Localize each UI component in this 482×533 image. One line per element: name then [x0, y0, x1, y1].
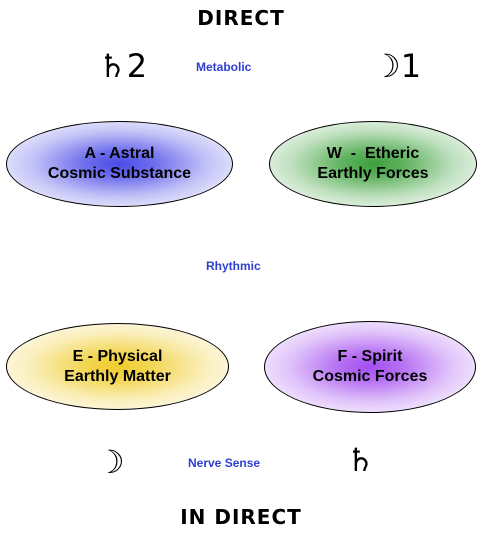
- physical-title: E - Physical: [72, 347, 163, 365]
- moon-number: 1: [400, 47, 422, 85]
- saturn-icon: ♄: [98, 47, 127, 85]
- astral-subtitle: Cosmic Substance: [47, 165, 192, 182]
- title-indirect: IN DIRECT: [180, 505, 302, 529]
- etheric-subtitle: Earthly Forces: [317, 165, 429, 182]
- node-astral: A - Astral Cosmic Substance: [6, 121, 233, 207]
- physical-subtitle: Earthly Matter: [64, 367, 171, 385]
- node-etheric: W - Etheric Earthly Forces: [269, 121, 477, 207]
- saturn-label-bottom: ♄: [346, 444, 375, 476]
- saturn-2-label: ♄2: [98, 50, 147, 82]
- layer-rhythmic: Rhythmic: [206, 259, 261, 273]
- node-spirit: F - Spirit Cosmic Forces: [264, 321, 476, 413]
- layer-metabolic: Metabolic: [196, 60, 252, 74]
- node-physical: E - Physical Earthly Matter: [6, 323, 229, 410]
- saturn-number: 2: [126, 47, 148, 85]
- title-direct: DIRECT: [197, 6, 285, 30]
- spirit-title: F - Spirit: [337, 348, 403, 365]
- spirit-subtitle: Cosmic Forces: [312, 368, 428, 385]
- saturn-icon: ♄: [346, 441, 375, 479]
- moon-icon: ☽: [372, 47, 401, 85]
- moon-icon: ☽: [96, 443, 125, 481]
- moon-label-bottom: ☽: [96, 446, 125, 478]
- etheric-title: W - Etheric: [326, 145, 420, 162]
- astral-title: A - Astral: [84, 145, 155, 162]
- moon-1-label: ☽1: [372, 50, 421, 82]
- layer-nerve-sense: Nerve Sense: [188, 456, 261, 470]
